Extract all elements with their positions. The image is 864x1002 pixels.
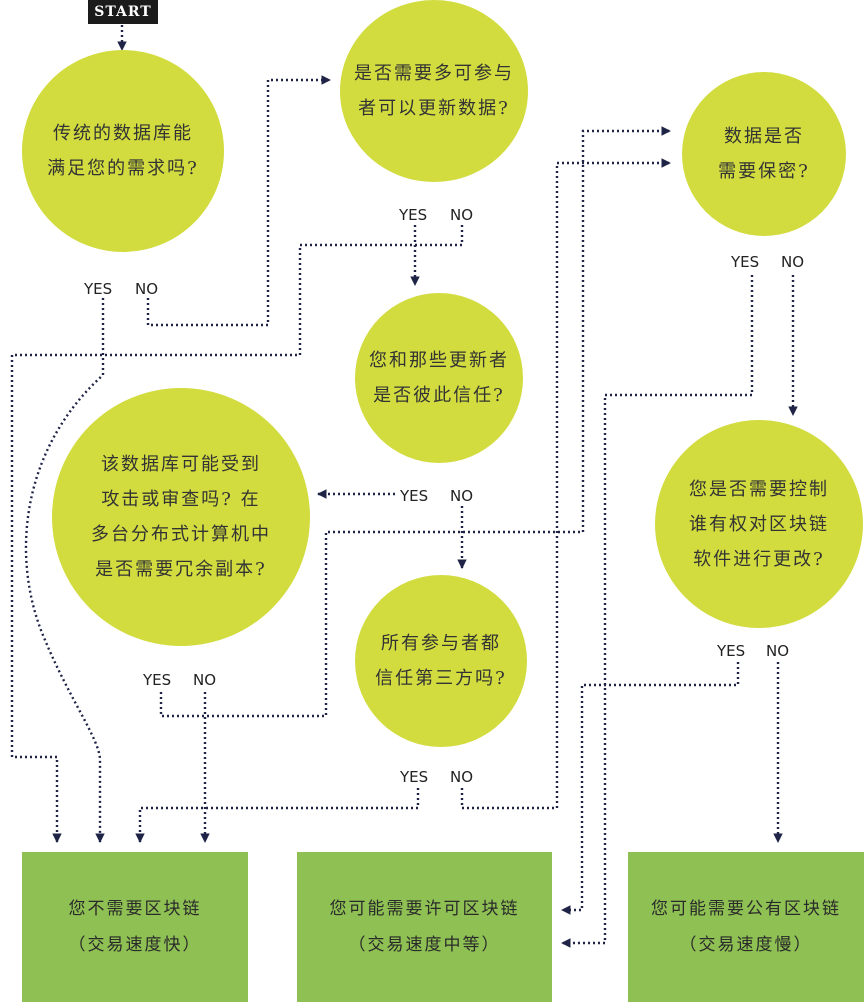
question-text: 数据是否 需要保密? [718, 126, 810, 182]
outcome-speed: （交易速度中等） [348, 935, 501, 955]
connector-q1-yes [24, 298, 105, 843]
start-label: START [88, 0, 158, 24]
outcome-permissioned-blockchain: 您可能需要许可区块链 （交易速度中等） [297, 852, 552, 1002]
connector-q1-no [146, 75, 331, 327]
q4-yes-label: YES [400, 487, 429, 505]
question-text: 该数据库可能受到 攻击或审查吗? 在 多台分布式计算机中 是否需要冗余副本? [91, 454, 271, 580]
q6-yes-label: YES [717, 642, 746, 660]
q5-yes-label: YES [143, 671, 172, 689]
question-trust-writers: 您和那些更新者 是否彼此信任? [355, 293, 523, 463]
outcome-title: 您不需要区块链 [68, 899, 202, 919]
connector-q2-no [10, 225, 464, 843]
question-multiple-writers: 是否需要多可参与 者可以更新数据? [340, 0, 528, 182]
outcome-speed: （交易速度慢） [679, 935, 813, 955]
q2-no-label: NO [450, 206, 474, 224]
outcome-speed: （交易速度快） [68, 935, 202, 955]
connector-q7-no [460, 158, 671, 810]
question-attack-censorship: 该数据库可能受到 攻击或审查吗? 在 多台分布式计算机中 是否需要冗余副本? [52, 388, 310, 646]
q7-no-label: NO [450, 768, 474, 786]
q4-no-label: NO [450, 487, 474, 505]
outcome-no-blockchain: 您不需要区块链 （交易速度快） [22, 852, 248, 1002]
question-text: 传统的数据库能 满足您的需求吗? [47, 123, 199, 179]
question-control-software: 您是否需要控制 谁有权对区块链 软件进行更改? [655, 420, 863, 628]
connector-q7-yes [135, 788, 420, 843]
question-traditional-db: 传统的数据库能 满足您的需求吗? [22, 50, 224, 252]
q2-yes-label: YES [399, 206, 428, 224]
question-text: 您和那些更新者 是否彼此信任? [369, 350, 509, 406]
q1-no-label: NO [135, 280, 159, 298]
connector-q3-yes [561, 275, 754, 948]
q7-yes-label: YES [400, 768, 429, 786]
question-text: 所有参与者都 信任第三方吗? [375, 633, 507, 689]
outcome-title: 您可能需要许可区块链 [329, 899, 520, 919]
connector-q6-yes [561, 662, 740, 915]
connector-q5-yes [159, 126, 671, 718]
outcome-public-blockchain: 您可能需要公有区块链 （交易速度慢） [628, 852, 864, 1002]
q3-no-label: NO [781, 253, 805, 271]
q3-yes-label: YES [731, 253, 760, 271]
q1-yes-label: YES [84, 280, 113, 298]
q5-no-label: NO [193, 671, 217, 689]
outcome-title: 您可能需要公有区块链 [651, 899, 841, 919]
q6-no-label: NO [766, 642, 790, 660]
question-trust-third-party: 所有参与者都 信任第三方吗? [355, 575, 527, 747]
question-data-privacy: 数据是否 需要保密? [682, 72, 846, 236]
question-text: 您是否需要控制 谁有权对区块链 软件进行更改? [689, 478, 829, 570]
question-text: 是否需要多可参与 者可以更新数据? [354, 63, 514, 119]
